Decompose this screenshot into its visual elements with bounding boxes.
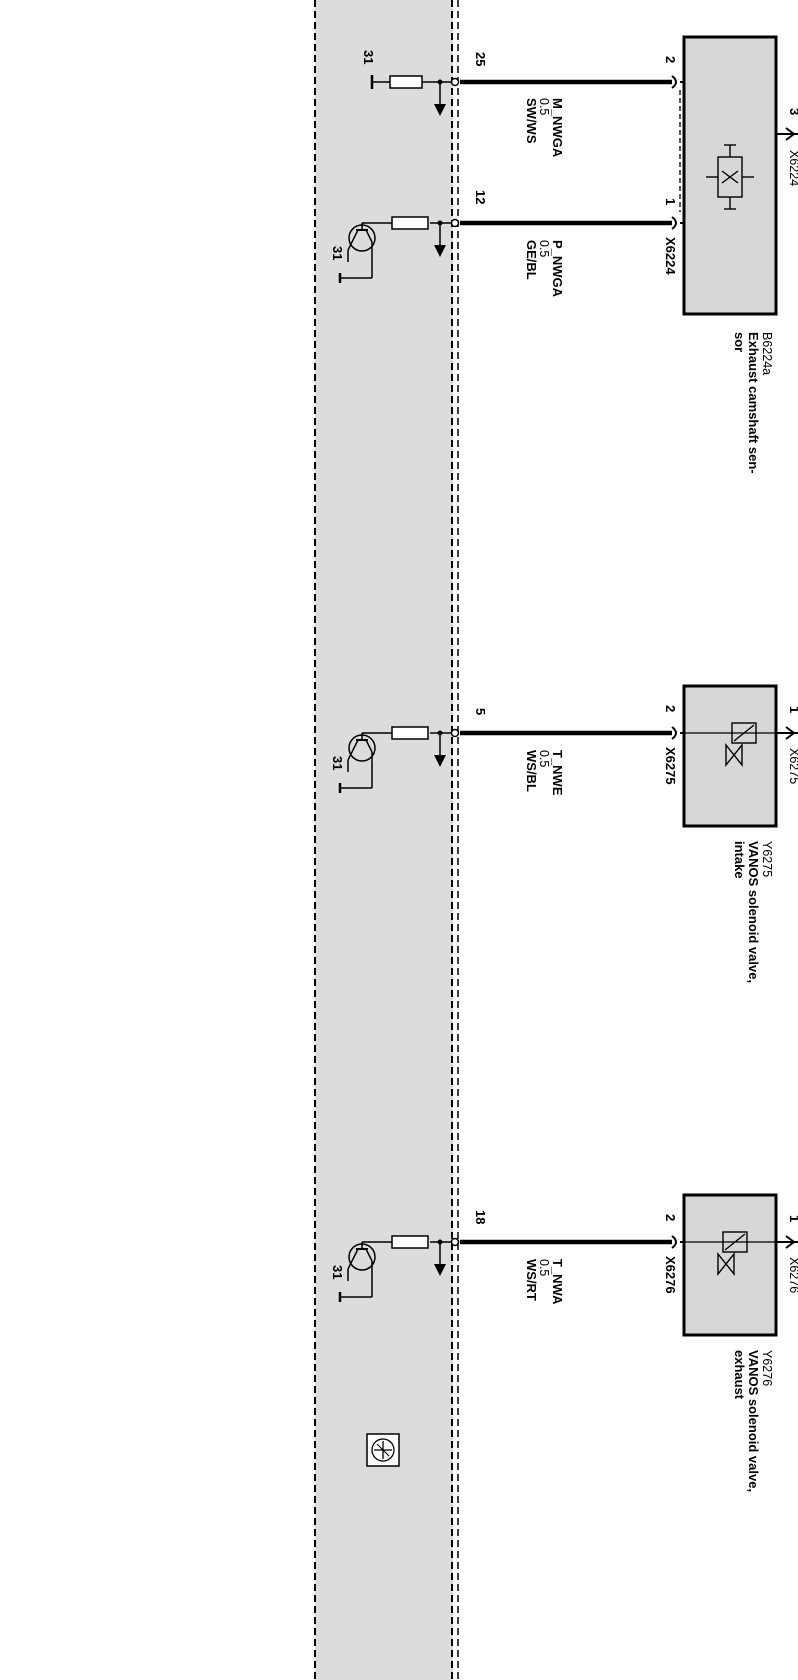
resistor-icon (391, 726, 429, 740)
wire-connector-end (671, 1235, 677, 1249)
wire-m-nwga[interactable]: M_NWGA 0.5 SW/WS (460, 75, 684, 158)
component-y6275[interactable]: 1 X6275 2 X6275 Y6275 VANOS solenoid val… (663, 684, 798, 983)
component-name-line2: exhaust (732, 1350, 747, 1400)
wire-color-label: SW/WS (524, 98, 539, 144)
transistor-icon (347, 223, 376, 278)
component-name-line2: intake (732, 841, 747, 879)
component-name-line1: VANOS solenoid valve, (746, 841, 761, 983)
top-connector-label: X6275 (787, 748, 798, 784)
component-code: Y6276 (760, 1350, 774, 1386)
wire-t-nwe[interactable]: T_NWE 0.5 WS/BL (460, 726, 684, 796)
top-pin-label: 1 (787, 1215, 798, 1222)
wire-signal-label: T_NWA (550, 1259, 565, 1305)
component-name-line1: Exhaust camshaft sen- (746, 332, 761, 474)
component-y6275-body (682, 684, 778, 828)
wire-connector-end (671, 726, 677, 740)
wire-signal-label: M_NWGA (550, 98, 565, 158)
ecu-pin-18[interactable]: 18 31 (330, 1210, 488, 1302)
wire-signal-label: P_NWGA (550, 240, 565, 298)
top-connector-x6275: 1 X6275 (776, 706, 798, 784)
top-pin-label: 1 (787, 706, 798, 713)
control-unit (314, 0, 459, 1680)
wire-signal-label: T_NWE (550, 750, 565, 796)
arrow-icon (434, 755, 446, 767)
component-pin-label: 2 (663, 56, 678, 63)
connector-label: X6275 (663, 747, 678, 785)
wire-gauge-label: 0.5 (537, 98, 551, 115)
ecu-pin-label: 5 (473, 708, 488, 715)
top-pin-label: 3 (787, 108, 798, 115)
top-connector-x6276: 1 X6276 (776, 1215, 798, 1293)
pin-terminal (450, 1237, 460, 1247)
wire-p-nwga[interactable]: P_NWGA 0.5 GE/BL (460, 216, 684, 298)
wire-color-label: WS/RT (524, 1259, 539, 1301)
control-unit-body (315, 0, 453, 1680)
component-name-line2: sor (732, 332, 747, 352)
top-connector-x6224: 3 X6224 (776, 108, 798, 186)
component-pin-label: 2 (663, 705, 678, 712)
component-y6276-body (682, 1193, 778, 1337)
ecu-pin-label: 18 (473, 1210, 488, 1224)
wire-t-nwa[interactable]: T_NWA 0.5 WS/RT (460, 1235, 684, 1305)
wire-connector-end (671, 75, 677, 89)
ecu-pin-label: 12 (473, 190, 488, 204)
connector-label: X6276 (663, 1256, 678, 1294)
wire-color-label: WS/BL (524, 750, 539, 792)
ecu-pin-12[interactable]: 12 31 (330, 190, 488, 283)
wire-color-label: GE/BL (524, 240, 539, 280)
resistor-icon (391, 216, 429, 230)
ecu-pin-25[interactable]: 25 31 (361, 50, 488, 116)
pin-terminal (450, 728, 460, 738)
wire-gauge-label: 0.5 (537, 240, 551, 257)
wire-connector-end (671, 216, 677, 230)
solenoid-valve-icon (684, 722, 776, 767)
transistor-icon (347, 1242, 376, 1297)
component-name-line1: VANOS solenoid valve, (746, 1350, 761, 1492)
component-pin-label: 2 (663, 1214, 678, 1221)
top-connector-label: X6276 (787, 1257, 798, 1293)
wire-gauge-label: 0.5 (537, 750, 551, 767)
hall-sensor-icon (706, 144, 754, 210)
ground-label: 31 (330, 246, 345, 260)
connector-label: X6224 (663, 237, 678, 275)
ground-label: 31 (361, 50, 376, 64)
transistor-icon (347, 733, 376, 788)
component-y6276[interactable]: 1 X6276 2 X6276 Y6276 VANOS solenoid val… (663, 1193, 798, 1492)
ground-label: 31 (330, 1265, 345, 1279)
resistor-icon (389, 75, 423, 89)
solenoid-valve-icon (684, 1231, 776, 1276)
pin-terminal (450, 218, 460, 228)
component-b6224a-body (682, 35, 778, 316)
component-pin-label: 1 (663, 198, 678, 205)
top-connector-label: X6224 (787, 150, 798, 186)
pin-terminal (450, 77, 460, 87)
component-code: Y6275 (760, 841, 774, 877)
component-b6224a[interactable]: 3 X6224 2 1 X6224 B6224a Exhaust camshaf… (663, 35, 798, 474)
resistor-icon (391, 1235, 429, 1249)
component-code: B6224a (760, 332, 774, 375)
arrow-icon (434, 245, 446, 257)
ecu-pin-label: 25 (473, 52, 488, 66)
ecu-pin-5[interactable]: 5 31 (330, 708, 488, 793)
arrow-icon (434, 104, 446, 116)
wire-gauge-label: 0.5 (537, 1259, 551, 1276)
arrow-icon (434, 1264, 446, 1276)
ecu-symbol-icon (366, 1433, 400, 1467)
ground-label: 31 (330, 756, 345, 770)
